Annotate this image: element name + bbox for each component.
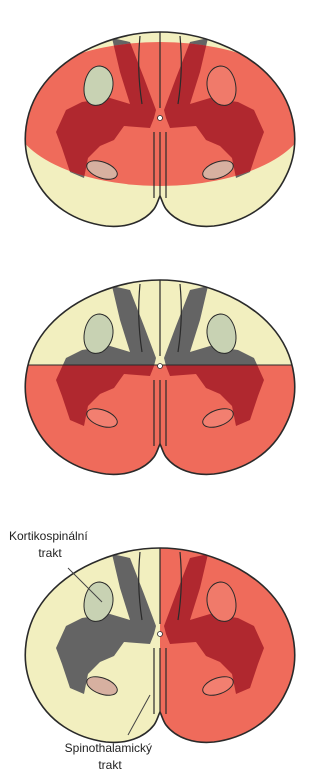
spinothalamic-label-line2: trakt	[98, 758, 122, 772]
corticospinal-label-line2: trakt	[38, 546, 62, 560]
spinothalamic-label-line1: Spinothalamický	[65, 741, 152, 755]
spinothalamic-label: Spinothalamický trakt	[65, 741, 156, 772]
corticospinal-label: Kortikospinální trakt	[9, 529, 91, 560]
cord-central-lesion	[12, 32, 308, 226]
cord-anterior-lesion	[0, 280, 320, 485]
corticospinal-label-line1: Kortikospinální	[9, 529, 88, 543]
cord-hemisection-lesion	[25, 534, 320, 754]
